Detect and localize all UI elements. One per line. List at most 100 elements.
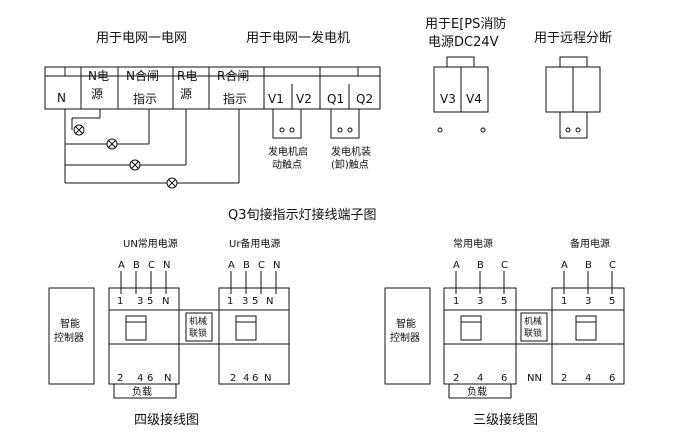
pin-label: 6 [147, 373, 153, 384]
load-label: 负载 [467, 385, 487, 398]
remote-trip-block [545, 56, 601, 139]
common-source-label: 常用电源 [453, 237, 493, 250]
interlock-label-l1: 机械 [524, 315, 542, 327]
phase-label: B [477, 260, 484, 271]
breaker-handle-icon [125, 315, 147, 341]
controller-label-l1: 智能 [60, 317, 80, 330]
interlock-label-l2: 联锁 [524, 327, 542, 339]
top-caption: Q3旬接指示灯接线端子图 [228, 207, 377, 223]
switch-center-band [443, 309, 625, 345]
pin-label: 4 [137, 373, 143, 384]
gen-load-label-l2: (卸)触点 [331, 158, 369, 171]
terminal-q1: Q1 [327, 92, 344, 106]
phase-label: A [561, 260, 568, 271]
pin-label: N [264, 373, 271, 384]
terminal-n-close-l2: 指示 [133, 91, 157, 106]
pin-label: 3 [242, 296, 248, 307]
phase-label: N [163, 260, 170, 271]
terminal-n-close-l1: N合闸 [126, 68, 159, 83]
controller-label-l1: 智能 [396, 317, 416, 330]
breaker-handle-icon [575, 315, 597, 341]
interlock-label-l2: 联锁 [189, 327, 207, 339]
pin-label: 4 [585, 373, 591, 384]
terminal-n-source-l1: N电 [88, 69, 109, 83]
nn-label: NN [527, 373, 542, 384]
pin-label: 4 [243, 373, 249, 384]
gen-load-label-l1: 发电机装 [331, 145, 371, 158]
gen-start-label-l1: 发电机启 [268, 145, 308, 158]
terminal-q2: Q2 [356, 92, 373, 106]
mechanical-interlock [185, 312, 213, 342]
pin-label: 5 [501, 296, 507, 307]
phase-label: A [118, 260, 125, 271]
three-pole-caption: 三级接线图 [473, 412, 538, 428]
lamp-circuit [64, 109, 240, 184]
terminal-r-close-l1: R合闸 [217, 68, 249, 83]
pin-label: 3 [585, 296, 591, 307]
phase-label: A [453, 260, 460, 271]
eps-title-line2: 电源DC24V [428, 35, 499, 50]
backup-source-label: 备用电源 [570, 237, 610, 250]
gen-start-contact [272, 109, 302, 139]
switch-center-band [108, 309, 290, 345]
controller-box [48, 287, 95, 385]
pin-label: 2 [230, 373, 236, 384]
terminal-v3: V3 [440, 92, 456, 106]
controller-box [384, 287, 431, 385]
gen-start-label-l2: 动触点 [272, 158, 302, 171]
pin-label: 6 [252, 373, 258, 384]
pin-label: 6 [501, 373, 507, 384]
eps-terminal-block [433, 56, 489, 133]
phase-label: C [609, 260, 616, 271]
pin-label: N [266, 296, 273, 307]
indicator-lamp-icon [106, 138, 118, 150]
pin-label: 1 [117, 296, 123, 307]
eps-title-line1: 用于E[PS消防 [425, 16, 506, 32]
pin-label: N [164, 373, 171, 384]
pin-label: 1 [227, 296, 233, 307]
breaker-handle-icon [460, 315, 482, 341]
terminal-strip [44, 66, 381, 110]
terminal-n-source-l2: 源 [91, 87, 103, 101]
ur-source-label: Ur备用电源 [229, 237, 280, 250]
load-box [448, 383, 512, 399]
phase-label: B [585, 260, 592, 271]
pin-label: 2 [561, 373, 567, 384]
pin-label: 5 [252, 296, 258, 307]
pin-label: 1 [453, 296, 459, 307]
load-box [113, 383, 177, 399]
pin-label: 2 [117, 373, 123, 384]
phase-wires [120, 271, 277, 294]
group1-title: 用于电网一电网 [96, 31, 187, 46]
mechanical-interlock [520, 312, 548, 342]
phase-label: N [273, 260, 280, 271]
gen-load-contact [330, 109, 360, 139]
remote-title: 用于远程分断 [534, 31, 612, 46]
indicator-lamp-icon [73, 124, 85, 136]
pin-label: N [162, 296, 169, 307]
breaker-handle-icon [235, 315, 257, 341]
terminal-r-close-l2: 指示 [223, 91, 247, 106]
pin-label: 1 [561, 296, 567, 307]
terminal-r-source-l2: 源 [180, 87, 192, 101]
phase-wires [455, 271, 613, 294]
phase-label: B [243, 260, 250, 271]
phase-label: C [501, 260, 508, 271]
terminal-n: N [57, 91, 66, 105]
pin-label: 6 [609, 373, 615, 384]
indicator-lamp-icon [166, 177, 178, 189]
interlock-label-l1: 机械 [189, 315, 207, 327]
terminal-v1: V1 [268, 92, 284, 106]
pin-label: 3 [137, 296, 143, 307]
terminal-v2: V2 [296, 92, 312, 106]
controller-label-l2: 控制器 [54, 331, 84, 344]
group2-title: 用于电网一发电机 [246, 30, 350, 46]
pin-label: 3 [477, 296, 483, 307]
pin-label: 5 [147, 296, 153, 307]
terminal-v4: V4 [466, 92, 482, 106]
un-source-label: UN常用电源 [123, 237, 178, 250]
pin-label: 4 [477, 373, 483, 384]
phase-label: C [148, 260, 155, 271]
phase-label: C [258, 260, 265, 271]
